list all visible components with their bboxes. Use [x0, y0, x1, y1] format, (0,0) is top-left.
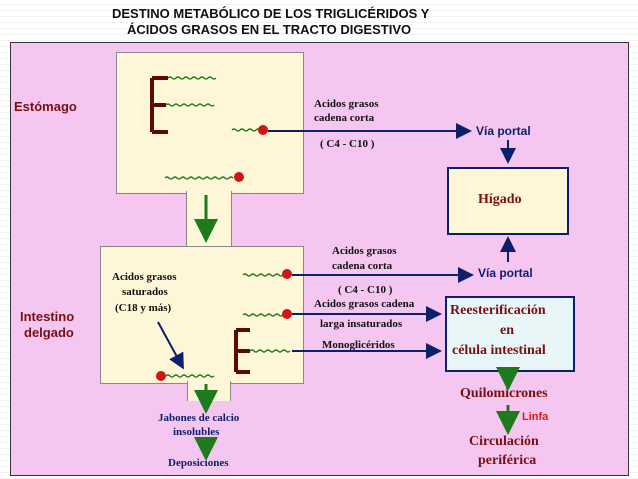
intestine-lcfa-carboxyl	[282, 309, 292, 319]
intestine-scfa-line2: cadena corta	[332, 260, 393, 272]
stomach-free-chain	[164, 176, 234, 180]
circulation-line2: periférica	[478, 453, 537, 468]
intestine-scfa-range: ( C4 - C10 )	[338, 284, 393, 296]
intestine-scfa-carboxyl	[282, 269, 292, 279]
title-line-2: ÁCIDOS GRASOS EN EL TRACTO DIGESTIVO	[127, 22, 412, 37]
stomach-triglyceride	[150, 76, 217, 134]
soaps-line1: Jabones de calcio	[158, 412, 240, 424]
saturated-pointer-arrow	[157, 321, 184, 370]
chylomicrons-label: Quilomicrones	[460, 386, 548, 401]
saturated-line1: Acidos grasos	[112, 271, 177, 283]
intestine-label-line2: delgado	[24, 325, 74, 340]
saturated-line3: (C18 y más)	[115, 302, 172, 314]
monoglyceride-molecule	[234, 328, 291, 374]
saturated-carboxyl	[156, 371, 166, 381]
intestine-scfa-line1: Acidos grasos	[332, 245, 397, 257]
soaps-line2: insolubles	[173, 426, 220, 438]
stomach-scfa-chain	[231, 128, 261, 132]
title-line-1: DESTINO METABÓLICO DE LOS TRIGLICÉRIDOS …	[112, 6, 430, 21]
monoglycerides-label: Monoglicéridos	[322, 339, 395, 351]
stomach-scfa-range: ( C4 - C10 )	[320, 138, 375, 150]
lymph-label: Linfa	[522, 411, 549, 423]
stomach-scfa-line1: Acidos grasos	[314, 98, 379, 110]
intestine-lcfa-chain	[242, 313, 284, 317]
saturated-chain	[165, 374, 215, 378]
reesterification-line1: Reesterificación	[450, 303, 546, 318]
reesterification-line2: en	[500, 323, 514, 338]
liver-label: Hígado	[478, 192, 522, 207]
intestine-scfa-chain	[242, 273, 284, 277]
stomach-free-carboxyl	[234, 172, 244, 182]
lcfa-line1: Acidos grasos cadena	[314, 298, 415, 310]
lcfa-line2: larga insaturados	[320, 318, 403, 330]
stomach-portal-label: Vía portal	[476, 124, 531, 138]
liver-box	[447, 167, 569, 235]
circulation-line1: Circulación	[469, 434, 539, 449]
stomach-label: Estómago	[14, 99, 77, 114]
reesterification-box	[445, 296, 575, 372]
saturated-line2: saturados	[122, 286, 168, 298]
stomach-scfa-line2: cadena corta	[314, 112, 375, 124]
stomach-scfa-carboxyl	[258, 125, 268, 135]
reesterification-line3: célula intestinal	[452, 343, 546, 358]
intestine-portal-label: Vía portal	[478, 266, 533, 280]
intestine-label-line1: Intestino	[20, 309, 75, 324]
